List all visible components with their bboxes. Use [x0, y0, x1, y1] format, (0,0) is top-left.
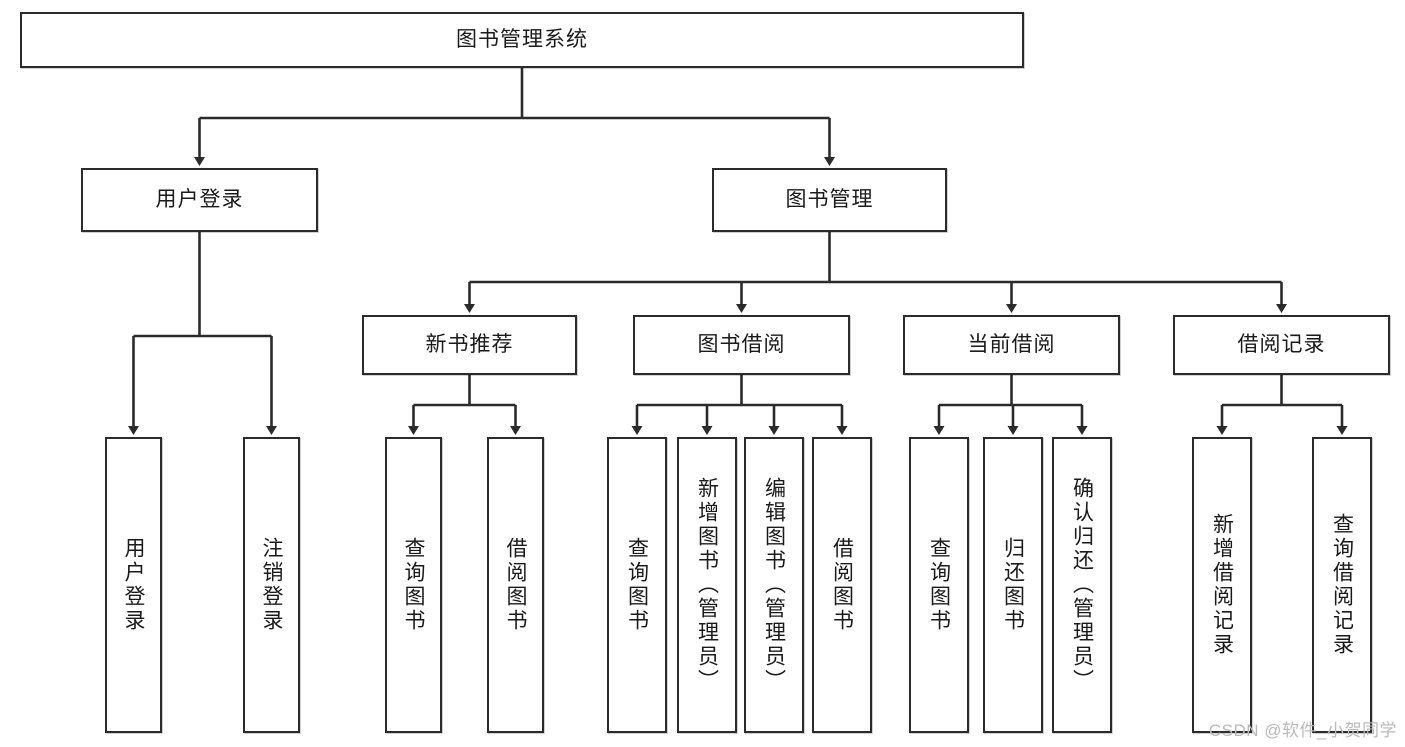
node-leaf-user-login[interactable]: 用户登录 [105, 437, 162, 733]
node-label: 编辑图书（管理员） [762, 477, 786, 693]
node-label: 新书推荐 [425, 332, 514, 356]
node-leaf-rec-query[interactable]: 查询图书 [385, 437, 442, 733]
node-leaf-cb-confirm[interactable]: 确认归还（管理员） [1052, 437, 1112, 733]
node-label: 图书借阅 [697, 332, 786, 356]
node-label: 确认归还（管理员） [1070, 477, 1094, 693]
node-label: 查询图书 [625, 537, 649, 633]
node-label: 查询图书 [927, 537, 951, 633]
node-label: 当前借阅 [967, 332, 1056, 356]
node-leaf-bb-borrow[interactable]: 借阅图书 [812, 437, 872, 733]
node-user-login[interactable]: 用户登录 [81, 168, 318, 232]
node-leaf-bb-edit[interactable]: 编辑图书（管理员） [744, 437, 804, 733]
node-new-book-rec[interactable]: 新书推荐 [362, 315, 577, 375]
node-root[interactable]: 图书管理系统 [20, 12, 1024, 68]
watermark-label: CSDN @软件_小贺同学 [1208, 721, 1397, 740]
node-label: 用户登录 [155, 187, 244, 211]
node-book-borrow[interactable]: 图书借阅 [633, 315, 850, 375]
node-label: 图书管理 [785, 187, 874, 211]
node-leaf-br-query[interactable]: 查询借阅记录 [1312, 437, 1372, 733]
node-label: 借阅图书 [504, 537, 527, 633]
node-label: 借阅图书 [830, 537, 854, 633]
node-leaf-bb-add[interactable]: 新增图书（管理员） [677, 437, 737, 733]
node-label: 借阅记录 [1237, 332, 1326, 356]
node-label: 用户登录 [122, 537, 145, 633]
node-leaf-br-add[interactable]: 新增借阅记录 [1192, 437, 1252, 733]
node-current-borrow[interactable]: 当前借阅 [903, 315, 1120, 375]
node-label: 归还图书 [1001, 537, 1025, 633]
node-leaf-bb-query[interactable]: 查询图书 [607, 437, 667, 733]
node-book-manage[interactable]: 图书管理 [712, 168, 947, 232]
node-label: 注销登录 [260, 537, 283, 633]
node-label: 新增借阅记录 [1210, 513, 1234, 657]
node-leaf-cb-return[interactable]: 归还图书 [983, 437, 1043, 733]
node-leaf-rec-borrow[interactable]: 借阅图书 [487, 437, 544, 733]
node-leaf-cb-query[interactable]: 查询图书 [909, 437, 969, 733]
node-label: 查询图书 [402, 537, 425, 633]
node-label: 查询借阅记录 [1330, 513, 1354, 657]
node-leaf-user-logout[interactable]: 注销登录 [243, 437, 300, 733]
node-label: 图书管理系统 [456, 27, 588, 51]
node-borrow-record[interactable]: 借阅记录 [1173, 315, 1390, 375]
node-label: 新增图书（管理员） [695, 477, 719, 693]
